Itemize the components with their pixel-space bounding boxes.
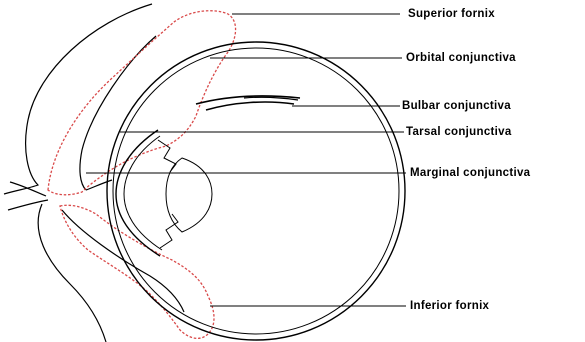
eyelids xyxy=(62,36,184,312)
iris-lower xyxy=(160,214,178,248)
upper-lid-skin xyxy=(4,4,152,194)
upper-lid-margin xyxy=(86,180,112,190)
lens xyxy=(166,158,212,232)
cornea xyxy=(116,130,160,256)
label-bulbar-conjunctiva: Bulbar conjunctiva xyxy=(402,101,511,113)
conjunctiva-outline xyxy=(48,11,236,339)
label-orbital-conjunctiva: Orbital conjunctiva xyxy=(406,53,516,65)
label-superior-fornix: Superior fornix xyxy=(408,9,495,21)
eyeball xyxy=(107,42,405,340)
label-tarsal-conjunctiva: Tarsal conjunctiva xyxy=(406,127,512,139)
lower-lid-skin xyxy=(38,204,106,342)
label-inferior-fornix: Inferior fornix xyxy=(410,301,489,313)
label-marginal-conjunctiva: Marginal conjunctiva xyxy=(410,168,530,180)
sclera-outer xyxy=(107,42,405,340)
bulbar-band-2 xyxy=(206,102,294,110)
lid-fold-upper xyxy=(10,182,46,196)
upper-lid-tarsus xyxy=(80,36,156,190)
sclera-inner xyxy=(113,48,399,334)
lower-lid-tarsus xyxy=(62,210,184,312)
upper-conjunctiva-outline xyxy=(48,11,236,195)
